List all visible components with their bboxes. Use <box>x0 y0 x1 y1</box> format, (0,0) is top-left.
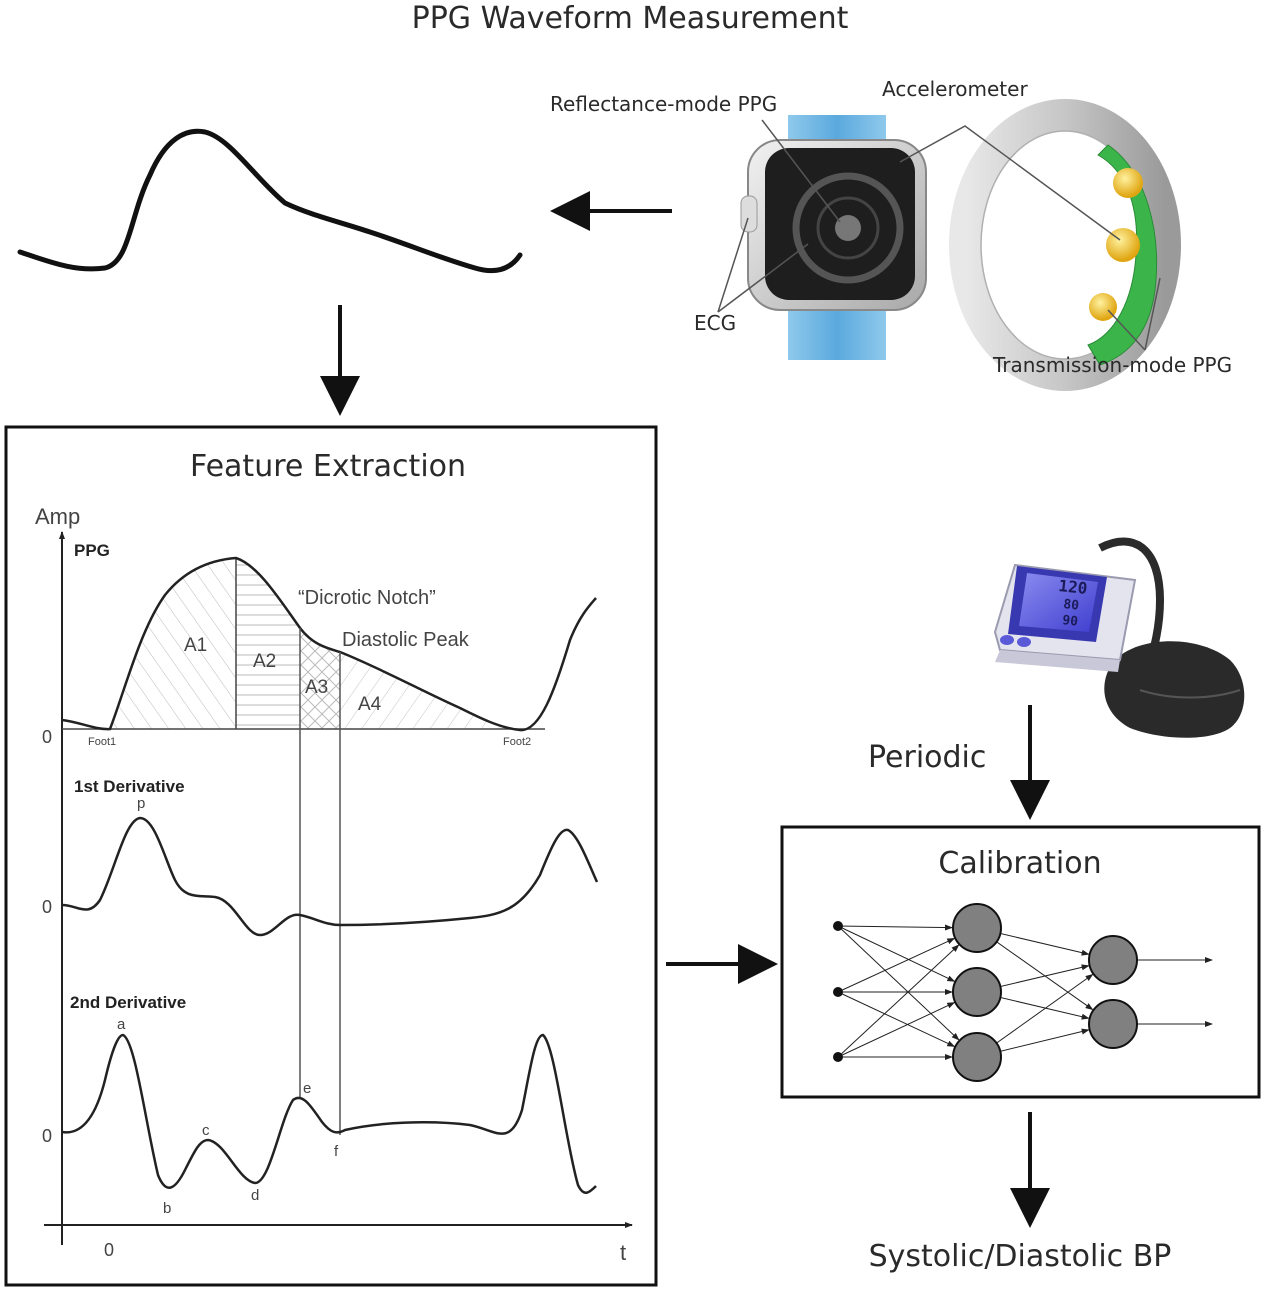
calibration-box <box>780 825 1261 1099</box>
raw-ppg-waveform <box>17 128 523 274</box>
label-accelerometer: Accelerometer <box>882 77 1028 101</box>
calibration-title: Calibration <box>938 846 1101 881</box>
point-e-label: e <box>303 1080 311 1097</box>
nn-input-node-2 <box>833 1052 843 1062</box>
point-p-label: p <box>137 795 145 812</box>
blood-pressure-monitor-icon: 120 80 90 <box>993 537 1245 738</box>
diagram-title: PPG Waveform Measurement <box>412 1 849 36</box>
neural-network-nodes <box>833 903 1138 1082</box>
area-a2 <box>236 558 300 729</box>
first-derivative-curve <box>61 816 599 937</box>
area-a3 <box>300 628 340 729</box>
point-c-label: c <box>202 1122 210 1139</box>
nn-edge-input-1-h1-2 <box>837 991 956 1047</box>
nn-layer2-node-0 <box>1088 935 1138 985</box>
nn-layer1-node-1 <box>952 967 1002 1017</box>
x-origin-label: 0 <box>104 1240 114 1260</box>
feature-extraction-title: Feature Extraction <box>190 449 466 484</box>
area-label-a2: A2 <box>253 651 276 672</box>
foot2-label: Foot2 <box>503 736 531 748</box>
x-axis-label: t <box>620 1240 626 1265</box>
second-derivative-label: 2nd Derivative <box>70 993 186 1012</box>
nn-edge-input-0-h1-0 <box>837 924 954 931</box>
label-ecg: ECG <box>694 311 736 335</box>
point-f-label: f <box>334 1143 339 1160</box>
dicrotic-notch-label: “Dicrotic Notch” <box>298 587 436 609</box>
ppg-label: PPG <box>74 541 110 560</box>
neural-network-edges <box>837 924 1213 1060</box>
nn-layer1-node-0 <box>952 903 1002 953</box>
point-b-label: b <box>163 1200 171 1217</box>
nn-edge-input-1-h1-0 <box>837 938 956 993</box>
smart-ring-icon <box>949 99 1181 391</box>
nn-edge-input-0-h1-1 <box>837 925 956 982</box>
label-transmission-ppg: Transmission-mode PPG <box>992 353 1232 377</box>
point-a-label: a <box>117 1016 126 1033</box>
nn-input-node-0 <box>833 921 843 931</box>
label-reflectance-ppg: Reflectance-mode PPG <box>550 92 777 116</box>
nn-edge-input-2-h1-0 <box>837 944 960 1058</box>
bp-monitor-pulse: 90 <box>1062 613 1079 630</box>
foot1-label: Foot1 <box>88 736 116 748</box>
bp-monitor-diastolic: 80 <box>1063 597 1080 614</box>
first-derivative-zero-label: 0 <box>42 897 52 917</box>
nn-layer2-node-1 <box>1088 999 1138 1049</box>
neural-network-icon <box>833 903 1213 1082</box>
bp-monitor-systolic: 120 <box>1058 576 1089 598</box>
nn-edge-input-2-h1-1 <box>837 1002 956 1058</box>
nn-layer1-node-2 <box>952 1032 1002 1082</box>
nn-input-node-1 <box>833 987 843 997</box>
second-derivative-curve <box>61 1033 597 1194</box>
feature-extraction-box <box>4 425 658 1287</box>
area-label-a1: A1 <box>184 635 207 656</box>
area-label-a4: A4 <box>358 694 382 715</box>
point-d-label: d <box>251 1187 259 1204</box>
area-label-a3: A3 <box>305 677 328 698</box>
area-a1 <box>110 558 236 729</box>
y-axis-label: Amp <box>35 504 80 529</box>
output-bp-label: Systolic/Diastolic BP <box>869 1239 1172 1274</box>
nn-edge-input-0-h1-2 <box>837 925 960 1041</box>
first-derivative-label: 1st Derivative <box>74 777 185 796</box>
ppg-zero-label: 0 <box>42 727 52 747</box>
second-derivative-zero-label: 0 <box>42 1126 52 1146</box>
smartwatch-icon <box>740 115 927 360</box>
device-leader-lines <box>717 119 1161 351</box>
periodic-label: Periodic <box>868 740 986 775</box>
ppg-curve <box>61 556 597 732</box>
diastolic-peak-label: Diastolic Peak <box>342 629 470 651</box>
